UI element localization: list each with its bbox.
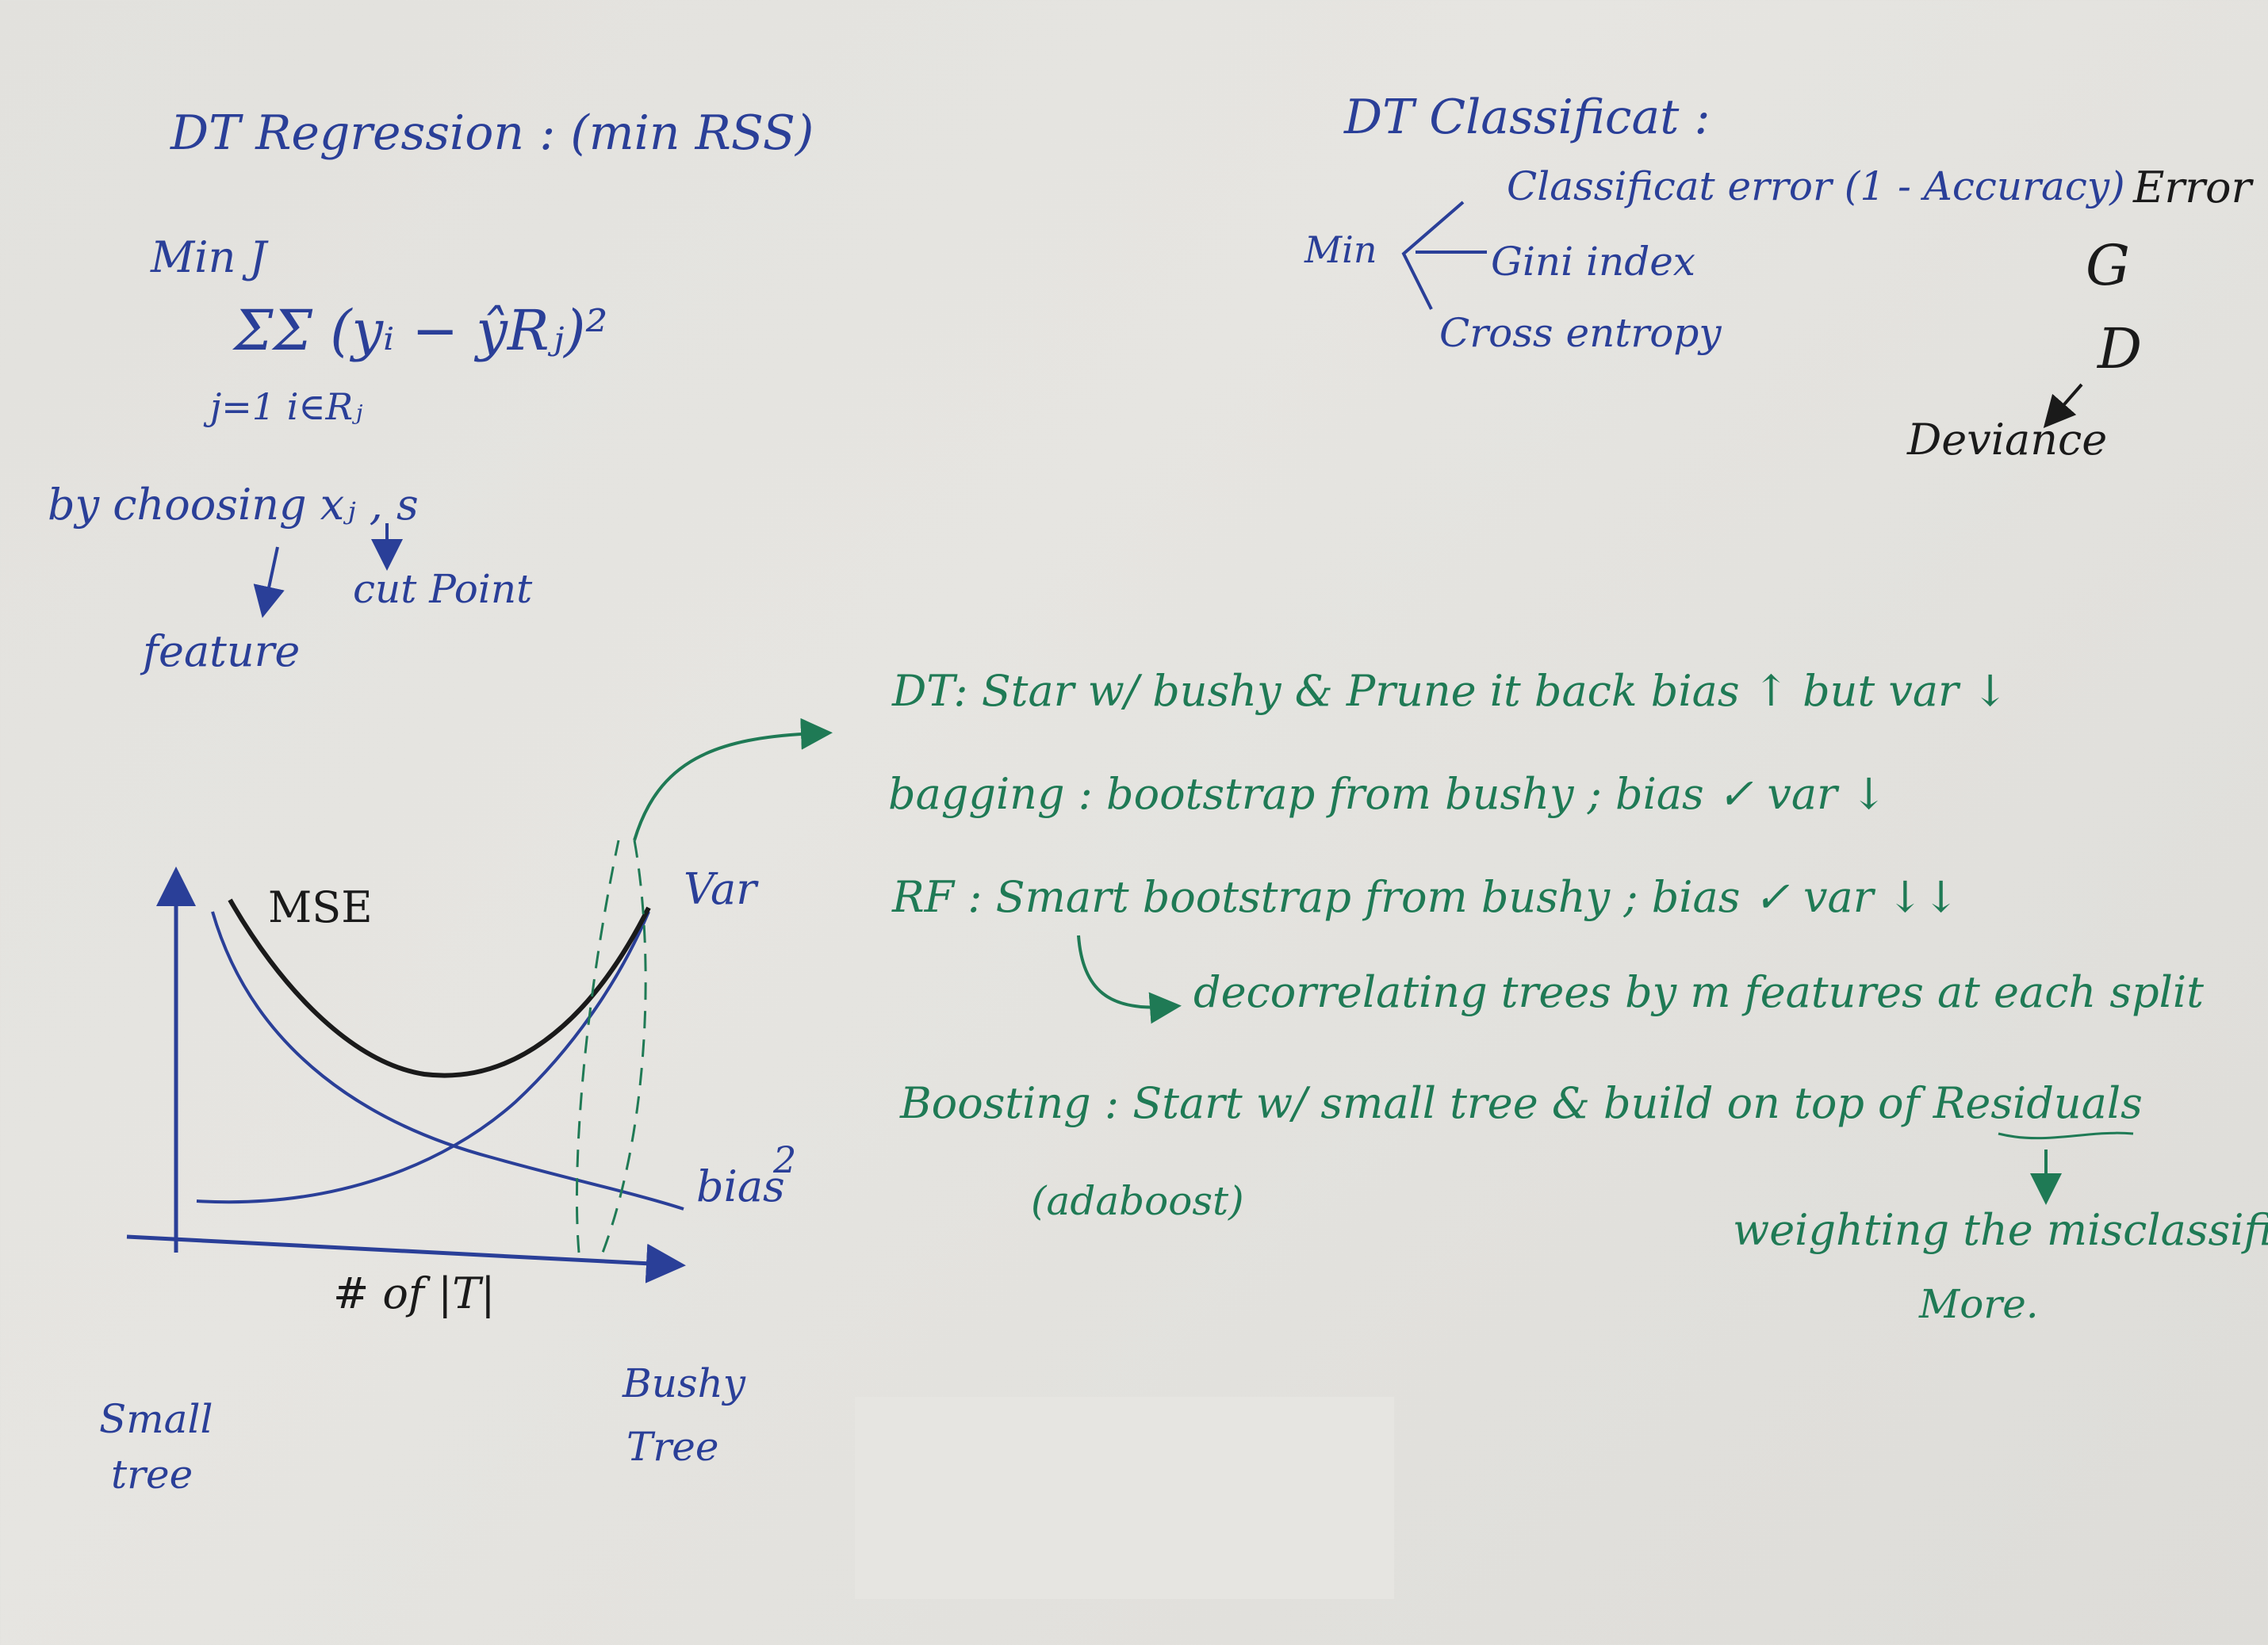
note-adaboost: (adaboost) [1031, 1178, 1244, 1224]
bushy-region-dashes [575, 840, 647, 1253]
var-curve-label: Var [684, 864, 757, 914]
error-letter: Error [2133, 163, 2252, 212]
rf-hook-arrow [1077, 935, 1182, 1024]
min-j-label: Min J [151, 232, 267, 282]
mse-curve [228, 898, 651, 1078]
feature-label: feature [143, 626, 301, 676]
min-label-classification: Min [1304, 228, 1377, 271]
classification-error-item: Classificat error (1 - Accuracy) [1507, 163, 2125, 209]
note-bagging: bagging : bootstrap from bushy ; bias ✓ … [888, 769, 1887, 819]
gini-letter: G [2086, 233, 2130, 298]
regression-title: DT Regression : (min RSS) [170, 105, 814, 161]
bias-squared-sup: 2 [773, 1138, 797, 1181]
gini-index-item: Gini index [1491, 239, 1696, 285]
paper-patch [855, 1397, 1394, 1599]
by-choosing-text: by choosing xⱼ , s [48, 480, 419, 530]
note-dt: DT: Star w/ bushy & Prune it back bias ↑… [892, 666, 2009, 716]
feature-arrow [253, 546, 285, 618]
small-tree-label-2: tree [111, 1452, 193, 1498]
residuals-underline [1998, 1131, 2134, 1140]
small-tree-label-1: Small [99, 1396, 213, 1442]
note-more: More. [1919, 1281, 2039, 1327]
graph-to-notes-arrow [633, 717, 833, 841]
bias-curve-label: bias [696, 1161, 785, 1211]
deviance-arrow [2043, 383, 2083, 429]
bias-curve [211, 911, 684, 1211]
rss-formula: ΣΣ (yᵢ − ŷRⱼ)² [234, 298, 608, 363]
cut-point-label: cut Point [353, 566, 533, 612]
mse-curve-label: MSE [268, 882, 373, 932]
classification-title: DT Classificat : [1344, 90, 1711, 145]
cross-entropy-item: Cross entropy [1439, 310, 1722, 356]
note-boosting: Boosting : Start w/ small tree & build o… [900, 1078, 2143, 1128]
bushy-tree-label-1: Bushy [623, 1360, 746, 1406]
bushy-tree-label-2: Tree [626, 1424, 719, 1470]
x-axis [126, 1234, 686, 1283]
rss-formula-subscripts: j=1 i∈Rⱼ [210, 385, 363, 428]
deviance-letter: D [2098, 316, 2143, 381]
var-curve [196, 911, 650, 1204]
note-weighting: weighting the misclassified [1733, 1205, 2268, 1255]
min-bracket [1401, 201, 1465, 310]
note-rf-decorrelating: decorrelating trees by m features at eac… [1193, 967, 2204, 1017]
x-axis-label: # of |T| [333, 1268, 496, 1318]
note-rf: RF : Smart bootstrap from bushy ; bias ✓… [892, 872, 1960, 922]
